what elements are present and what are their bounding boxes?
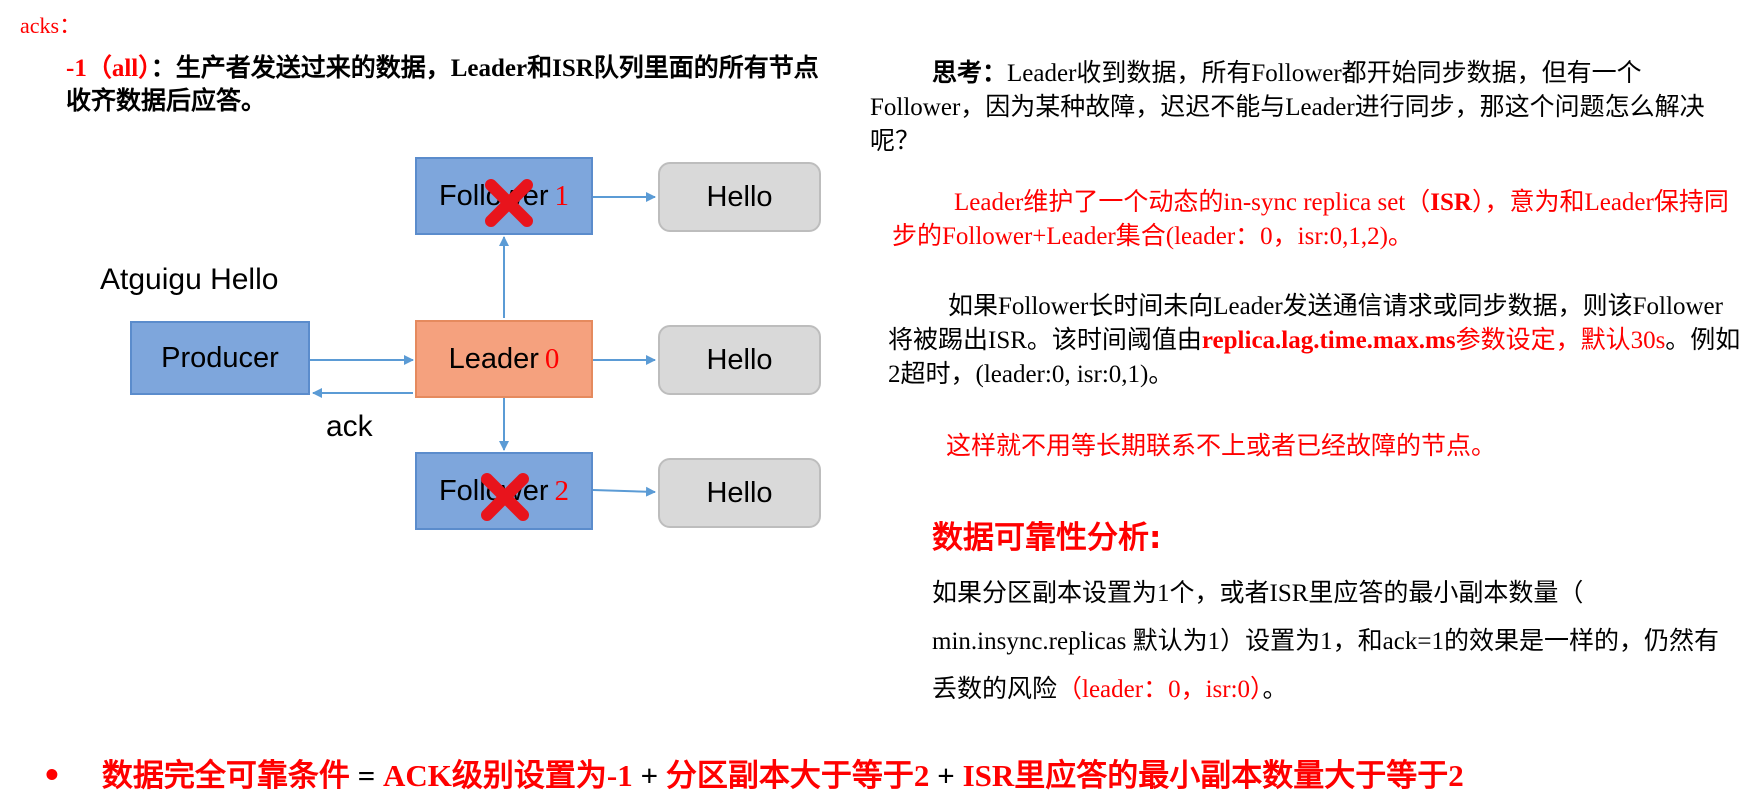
no-wait-paragraph: 这样就不用等长期联系不上或者已经故障的节点。	[946, 433, 1497, 460]
hello-label-2: Hello	[706, 343, 773, 376]
isr-paragraph: Leader维护了一个动态的in-sync replica set（ISR），意…	[892, 186, 1742, 254]
reliability-heading: 数据可靠性分析:	[932, 520, 1162, 556]
analysis-text-1: 如果分区副本设置为1个，或者ISR里应答的最小副本数量（ min.insync.…	[932, 580, 1719, 703]
leader-id: 0	[544, 342, 560, 375]
acks-all-text: ：生产者发送过来的数据，Leader和ISR队列里面的所有节点收齐数据后应答。	[66, 55, 819, 115]
analysis-text-3: 。	[1262, 676, 1288, 703]
acks-all-value: -1（all）	[66, 55, 151, 82]
follower-text-2: 参数设定，默认30s	[1455, 327, 1666, 354]
equals-sign: =	[349, 758, 383, 793]
isr-text-1: Leader维护了一个动态的in-sync replica set（	[954, 189, 1431, 216]
hello-box-1: Hello	[658, 162, 821, 232]
condition-replicas: 分区副本大于等于2	[665, 758, 930, 793]
leader-label: Leader	[448, 342, 539, 375]
condition-ack: ACK级别设置为-1	[383, 758, 633, 793]
acks-all-description: -1（all）：生产者发送过来的数据，Leader和ISR队列里面的所有节点收齐…	[66, 52, 826, 118]
acks-heading: acks：	[20, 13, 82, 38]
hello-box-3: Hello	[658, 458, 821, 528]
thinking-label: 思考：	[932, 60, 1008, 87]
hello-label-1: Hello	[706, 180, 773, 213]
lag-time-param: replica.lag.time.max.ms	[1201, 327, 1456, 354]
thinking-text: Leader收到数据，所有Follower都开始同步数据，但有一个Followe…	[870, 60, 1705, 155]
follower2-to-hello-arrow	[592, 486, 656, 497]
condition-isr: ISR里应答的最小副本数量大于等于2	[962, 758, 1464, 793]
reliability-analysis-paragraph: 如果分区副本设置为1个，或者ISR里应答的最小副本数量（ min.insync.…	[932, 570, 1732, 714]
follower-timeout-paragraph: 如果Follower长时间未向Leader发送通信请求或同步数据，则该Follo…	[888, 290, 1743, 392]
reliability-condition-line: • 数据完全可靠条件 = ACK级别设置为-1 + 分区副本大于等于2 + ISR…	[42, 750, 1464, 795]
red-x-icon	[485, 179, 533, 227]
ack-label: ack	[326, 410, 373, 443]
thinking-paragraph: 思考：Leader收到数据，所有Follower都开始同步数据，但有一个Foll…	[870, 57, 1740, 159]
follower-text-3: 。例如2超时，(leader:0, isr:0,1)。	[888, 327, 1741, 388]
follower1-id: 1	[554, 179, 570, 212]
producer-label: Producer	[161, 341, 279, 374]
analysis-text-2: （leader：0，isr:0）	[1057, 676, 1263, 703]
plus-sign-2: +	[929, 758, 963, 793]
red-x-icon	[481, 473, 529, 521]
hello-box-2: Hello	[658, 325, 821, 395]
follower-text-1: 如果Follower长时间未向Leader发送通信请求或同步数据，则该Follo…	[888, 293, 1723, 354]
isr-text-2: ），意为和Leader保持同步的Follower+Leader集合(leader…	[892, 189, 1729, 250]
condition-title: 数据完全可靠条件	[101, 758, 350, 794]
producer-box: Producer	[130, 321, 310, 395]
isr-term: ISR	[1430, 189, 1472, 216]
atguigu-hello-label: Atguigu Hello	[100, 263, 279, 296]
follower2-id: 2	[554, 474, 570, 507]
plus-sign-1: +	[632, 758, 666, 793]
hello-label-3: Hello	[706, 476, 773, 509]
bullet-icon: •	[42, 758, 62, 794]
